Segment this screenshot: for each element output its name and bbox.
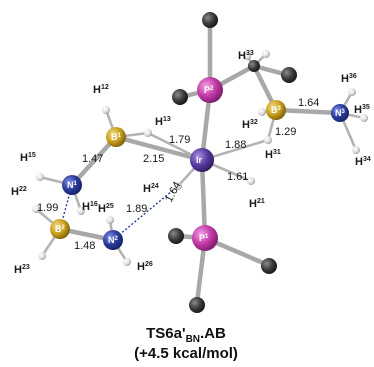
atom-b2: B2 [50, 219, 70, 239]
bond-b1-ir [113, 134, 205, 163]
caption-energy: (+4.5 kcal/mol) [134, 345, 238, 362]
distance-labels: 1.79 2.15 1.88 1.61 1.64 1.89 1.47 1.99 … [37, 97, 319, 252]
hydrogen-atoms [32, 50, 368, 266]
label-h34: H34 [355, 156, 371, 168]
carbon-atom [172, 89, 188, 105]
distance-label: 1.47 [82, 153, 103, 165]
figure-caption: TS6a'BN.AB (+4.5 kcal/mol) [134, 325, 238, 362]
heavy-atoms: P2 B3 N3 B1 Ir N1 B2 [50, 77, 349, 251]
distance-label: 1.48 [74, 240, 95, 252]
hydrogen-atom [262, 50, 270, 58]
svg-text:P1: P1 [199, 233, 209, 243]
svg-text:B3: B3 [271, 105, 282, 115]
hydrogen-atom-h13 [144, 129, 152, 137]
hydrogen-atom-h31 [264, 136, 272, 144]
atom-n2: N2 [103, 230, 123, 250]
hydrogen-atom-h25 [106, 216, 114, 224]
atom-n1: N1 [62, 175, 82, 195]
carbon-atom [168, 228, 184, 244]
distance-label: 1.64 [298, 97, 319, 109]
label-h16: H16 [82, 201, 98, 213]
svg-text:B1: B1 [111, 132, 122, 142]
label-h22: H22 [11, 186, 27, 198]
carbon-atoms [168, 12, 297, 313]
label-h21: H21 [249, 198, 265, 210]
hydrogen-atom-h24 [174, 182, 182, 190]
label-h23: H23 [14, 264, 30, 276]
hydrogen-atom-h15 [36, 173, 44, 181]
atom-ir: Ir [190, 148, 214, 172]
label-h13: H13 [155, 116, 171, 128]
hydrogen-atom-h23 [38, 252, 46, 260]
hydrogen-atom-h12 [102, 106, 110, 114]
hydrogen-atom-h26 [123, 258, 131, 266]
label-h12: H12 [93, 84, 109, 96]
label-h32: H32 [242, 119, 258, 131]
distance-label: 1.88 [225, 139, 246, 151]
svg-text:B2: B2 [55, 224, 66, 234]
hydrogen-atom-h36 [348, 88, 356, 96]
label-h24: H24 [143, 183, 159, 195]
bond-ir-p1 [199, 157, 208, 241]
label-h31: H31 [265, 149, 281, 161]
atom-b1: B1 [106, 127, 126, 147]
hydrogen-atom-h34 [352, 146, 360, 154]
carbon-atom [248, 60, 260, 72]
svg-text:Ir: Ir [196, 155, 203, 165]
distance-label: 1.29 [275, 126, 296, 138]
carbon-atom [261, 258, 277, 274]
bond-b3-n3 [273, 107, 343, 116]
hydrogen-atom-h16 [77, 207, 85, 215]
hydrogen-atom-h22 [32, 205, 40, 213]
hydrogen-atom-h21 [247, 177, 255, 185]
carbon-atom [281, 67, 297, 83]
label-h33: H33 [238, 50, 254, 62]
hydrogen-atom-h33 [243, 52, 251, 60]
label-h26: H26 [137, 261, 153, 273]
bond-b1-n1 [69, 134, 119, 188]
carbon-atom [189, 297, 205, 313]
svg-text:N1: N1 [67, 180, 78, 190]
distance-label: 1.89 [126, 203, 147, 215]
distance-label: 2.15 [143, 153, 164, 165]
hydrogen-atom-h35 [360, 114, 368, 122]
atom-b3: B3 [266, 100, 286, 120]
atom-n3: N3 [331, 104, 349, 122]
atom-p2: P2 [197, 77, 223, 103]
caption-title: TS6a'BN.AB [146, 325, 226, 345]
svg-text:N3: N3 [335, 108, 346, 118]
hydrogen-atom-h32 [258, 108, 266, 116]
svg-text:N2: N2 [108, 235, 119, 245]
distance-label: 1.79 [169, 134, 190, 146]
svg-text:P2: P2 [204, 85, 214, 95]
distance-label: 1.61 [227, 171, 248, 183]
label-h15: H15 [20, 152, 36, 164]
atom-p1: P1 [192, 225, 218, 251]
label-h35: H35 [354, 104, 370, 116]
hydrogen-labels: H12 H13 H15 H16 H21 H22 H23 H24 H25 H26 … [11, 50, 371, 276]
carbon-atom [202, 12, 218, 28]
label-h36: H36 [341, 73, 357, 85]
label-h25: H25 [98, 203, 114, 215]
distance-label: 1.99 [37, 202, 58, 214]
